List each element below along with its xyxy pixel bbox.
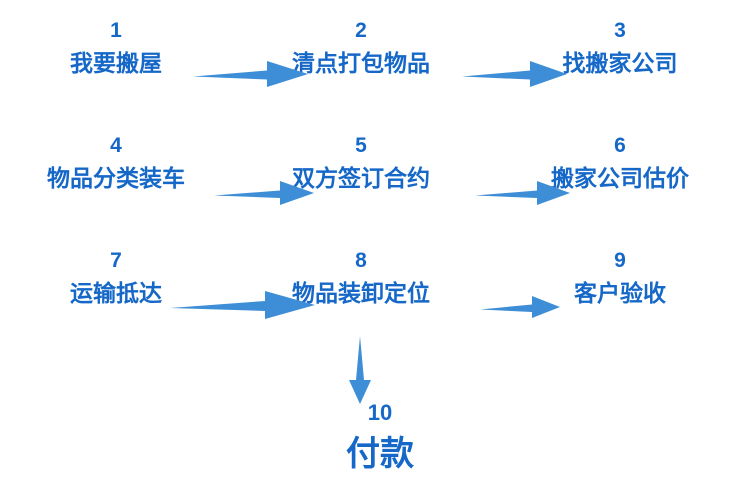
step-label-4: 物品分类装车 — [47, 165, 185, 191]
arrow-right-icon-1-to-2 — [193, 57, 308, 91]
step-number-7: 7 — [110, 248, 122, 272]
step-number-9: 9 — [614, 248, 626, 272]
step-node-3[interactable]: 3 找搬家公司 — [490, 18, 750, 76]
step-node-5[interactable]: 5 双方签订合约 — [232, 133, 490, 191]
step-number-2: 2 — [355, 18, 367, 42]
step-node-8[interactable]: 8 物品装卸定位 — [232, 248, 490, 306]
arrow-down-icon-8-to-10 — [340, 336, 380, 404]
step-node-6[interactable]: 6 搬家公司估价 — [490, 133, 750, 191]
arrow-right-icon-2-to-3 — [462, 57, 567, 91]
arrow-right-icon-5-to-6 — [475, 176, 570, 210]
step-node-7[interactable]: 7 运输抵达 — [0, 248, 232, 306]
step-label-6: 搬家公司估价 — [551, 165, 689, 191]
step-label-2: 清点打包物品 — [292, 50, 430, 76]
step-node-10[interactable]: 10 付款 — [0, 402, 750, 473]
step-node-4[interactable]: 4 物品分类装车 — [0, 133, 232, 191]
arrow-right-icon-7-to-8 — [170, 288, 315, 322]
step-node-2[interactable]: 2 清点打包物品 — [232, 18, 490, 76]
flow-row-1: 1 我要搬屋 2 清点打包物品 3 找搬家公司 — [0, 18, 750, 133]
step-label-8: 物品装卸定位 — [292, 280, 430, 306]
step-node-1[interactable]: 1 我要搬屋 — [0, 18, 232, 76]
arrow-right-icon-4-to-5 — [214, 176, 314, 210]
step-number-8: 8 — [355, 248, 367, 272]
step-number-6: 6 — [614, 133, 626, 157]
step-label-5: 双方签订合约 — [292, 165, 430, 191]
step-label-7: 运输抵达 — [70, 280, 162, 306]
step-label-3: 找搬家公司 — [562, 50, 678, 76]
arrow-right-icon-8-to-9 — [480, 290, 560, 324]
step-number-4: 4 — [110, 133, 122, 157]
step-number-5: 5 — [355, 133, 367, 157]
step-number-3: 3 — [614, 18, 626, 42]
flow-row-2: 4 物品分类装车 5 双方签订合约 6 搬家公司估价 — [0, 133, 750, 248]
step-number-1: 1 — [110, 18, 122, 42]
flow-row-3: 7 运输抵达 8 物品装卸定位 9 客户验收 — [0, 248, 750, 363]
step-label-9: 客户验收 — [574, 280, 666, 306]
step-node-9[interactable]: 9 客户验收 — [490, 248, 750, 306]
step-number-10: 10 — [367, 400, 393, 425]
step-label-1: 我要搬屋 — [70, 50, 162, 76]
step-label-10: 付款 — [346, 435, 414, 473]
